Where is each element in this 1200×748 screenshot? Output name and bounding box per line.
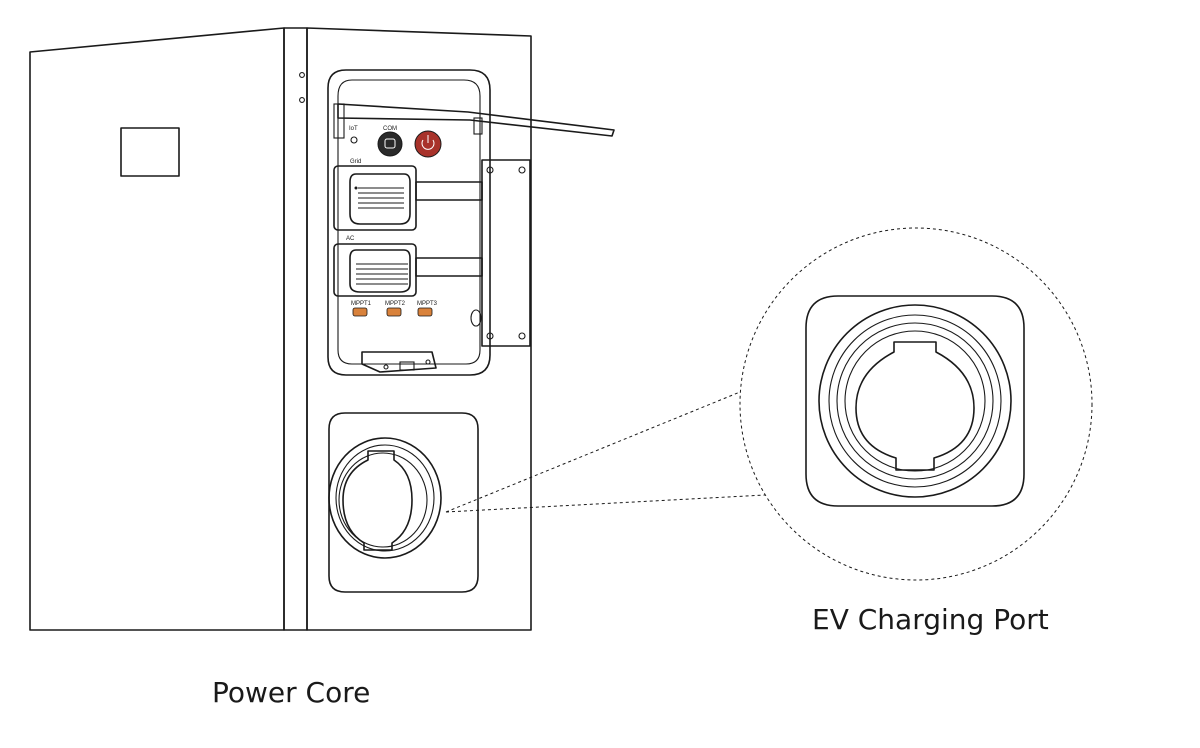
cabinet-label-window bbox=[120, 127, 180, 177]
mppt3-connector-icon bbox=[417, 307, 433, 317]
grid-label: Grid bbox=[350, 159, 361, 165]
hinge-screw bbox=[299, 97, 305, 103]
compartment-cover-flap bbox=[337, 103, 615, 137]
power-core-label: Power Core bbox=[212, 676, 371, 709]
com-port-icon bbox=[377, 131, 403, 157]
ev-charging-port-enlarged bbox=[805, 295, 1025, 507]
mppt2-connector-icon bbox=[386, 307, 402, 317]
screw-icon bbox=[486, 332, 494, 340]
power-icon bbox=[414, 130, 442, 158]
hinge-screw bbox=[299, 72, 305, 78]
ac-connector bbox=[333, 243, 483, 297]
cable-gland bbox=[470, 309, 482, 327]
cabinet-side-panel bbox=[29, 27, 285, 631]
mppt1-label: MPPT1 bbox=[351, 301, 372, 307]
ev-charging-port-small bbox=[328, 412, 479, 593]
screw-icon bbox=[518, 332, 526, 340]
cover-bracket bbox=[333, 103, 345, 139]
screw-icon bbox=[518, 166, 526, 174]
wiring-compartment: IoT COM Grid AC bbox=[327, 69, 615, 376]
iot-indicator-icon bbox=[350, 136, 358, 144]
ac-label: AC bbox=[346, 236, 355, 242]
iot-label: IoT bbox=[349, 126, 358, 132]
screw-icon bbox=[486, 166, 494, 174]
com-label: COM bbox=[383, 126, 397, 132]
ev-charging-port-label: EV Charging Port bbox=[812, 603, 1049, 636]
mppt3-label: MPPT3 bbox=[417, 301, 438, 307]
cabinet-front-panel bbox=[283, 27, 532, 631]
mppt2-label: MPPT2 bbox=[385, 301, 406, 307]
zoom-callout bbox=[445, 227, 1093, 581]
mppt1-connector-icon bbox=[352, 307, 368, 317]
zoom-circle bbox=[739, 227, 1093, 581]
terminal-block bbox=[361, 351, 437, 373]
cover-bracket bbox=[473, 117, 483, 135]
grid-connector bbox=[333, 165, 483, 231]
side-cover-plate bbox=[481, 159, 531, 347]
